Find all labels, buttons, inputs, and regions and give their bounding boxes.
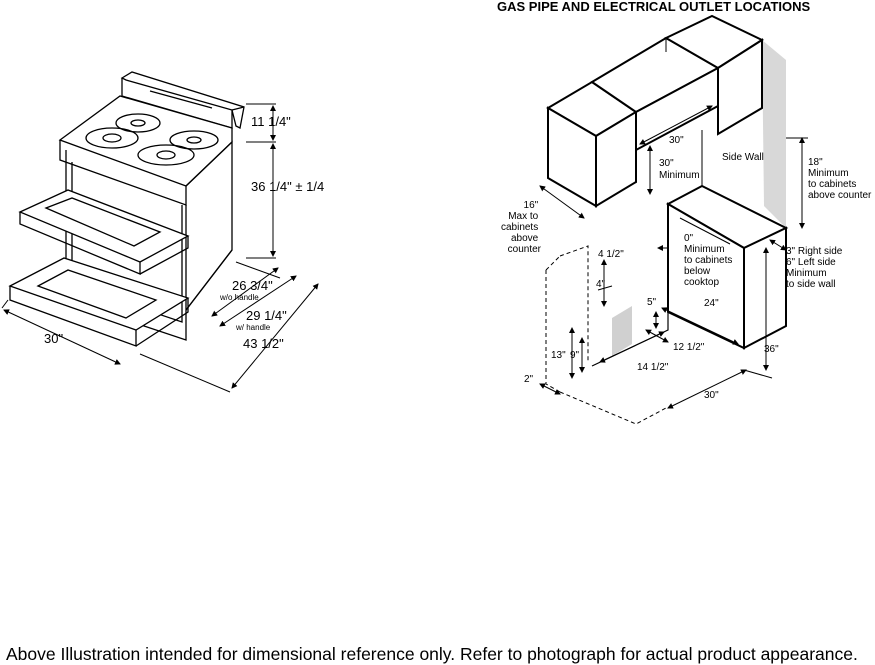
range-height-top-label: 11 1/4" bbox=[251, 114, 291, 129]
cabinet-gap-width-label: 30" bbox=[669, 135, 684, 146]
range-depth-no-handle-note: w/o handle bbox=[219, 293, 259, 302]
dim-4-label: 4" bbox=[596, 279, 606, 290]
range-depth-with-handle-note: w/ handle bbox=[235, 323, 271, 332]
dim-36-label: 36" bbox=[764, 344, 779, 355]
range-illustration bbox=[8, 71, 245, 347]
side-wall-clearance-label: 3" Right side 6" Left side Minimum to si… bbox=[786, 246, 845, 290]
cooktop-clearance-label: 0" Minimum to cabinets below cooktop bbox=[684, 233, 735, 288]
range-depth-no-handle-label: 26 3/4" bbox=[232, 278, 273, 293]
dim-30-label: 30" bbox=[704, 390, 719, 401]
cabinet-gap-height-label: 30" Minimum bbox=[659, 158, 700, 181]
range-dimension-lines bbox=[1, 103, 319, 393]
dim-24-label: 24" bbox=[704, 298, 719, 309]
dim-14-half-label: 14 1/2" bbox=[637, 362, 669, 373]
dim-5-label: 5" bbox=[647, 297, 657, 308]
range-depth-door-open-label: 43 1/2" bbox=[243, 336, 284, 351]
dim-4-half-label: 4 1/2" bbox=[598, 249, 624, 260]
cabinet-clearance-label: 18" Minimum to cabinets above counter bbox=[808, 157, 872, 201]
range-height-body-label: 36 1/4" ± 1/4 bbox=[251, 179, 324, 194]
dim-13-label: 13" bbox=[551, 350, 566, 361]
dim-9-label: 9" bbox=[570, 350, 580, 361]
installation-dimension-lines bbox=[539, 105, 808, 409]
side-wall-label: Side Wall bbox=[722, 152, 764, 163]
disclaimer-footer: Above Illustration intended for dimensio… bbox=[6, 644, 858, 664]
diagram-title: GAS PIPE AND ELECTRICAL OUTLET LOCATIONS bbox=[497, 0, 811, 14]
range-width-label: 30" bbox=[44, 331, 63, 346]
dim-2-label: 2" bbox=[524, 374, 534, 385]
cabinet-depth-label: 16" Max to cabinets above counter bbox=[501, 200, 542, 255]
range-depth-with-handle-label: 29 1/4" bbox=[246, 308, 287, 323]
dim-12-half-label: 12 1/2" bbox=[673, 342, 705, 353]
